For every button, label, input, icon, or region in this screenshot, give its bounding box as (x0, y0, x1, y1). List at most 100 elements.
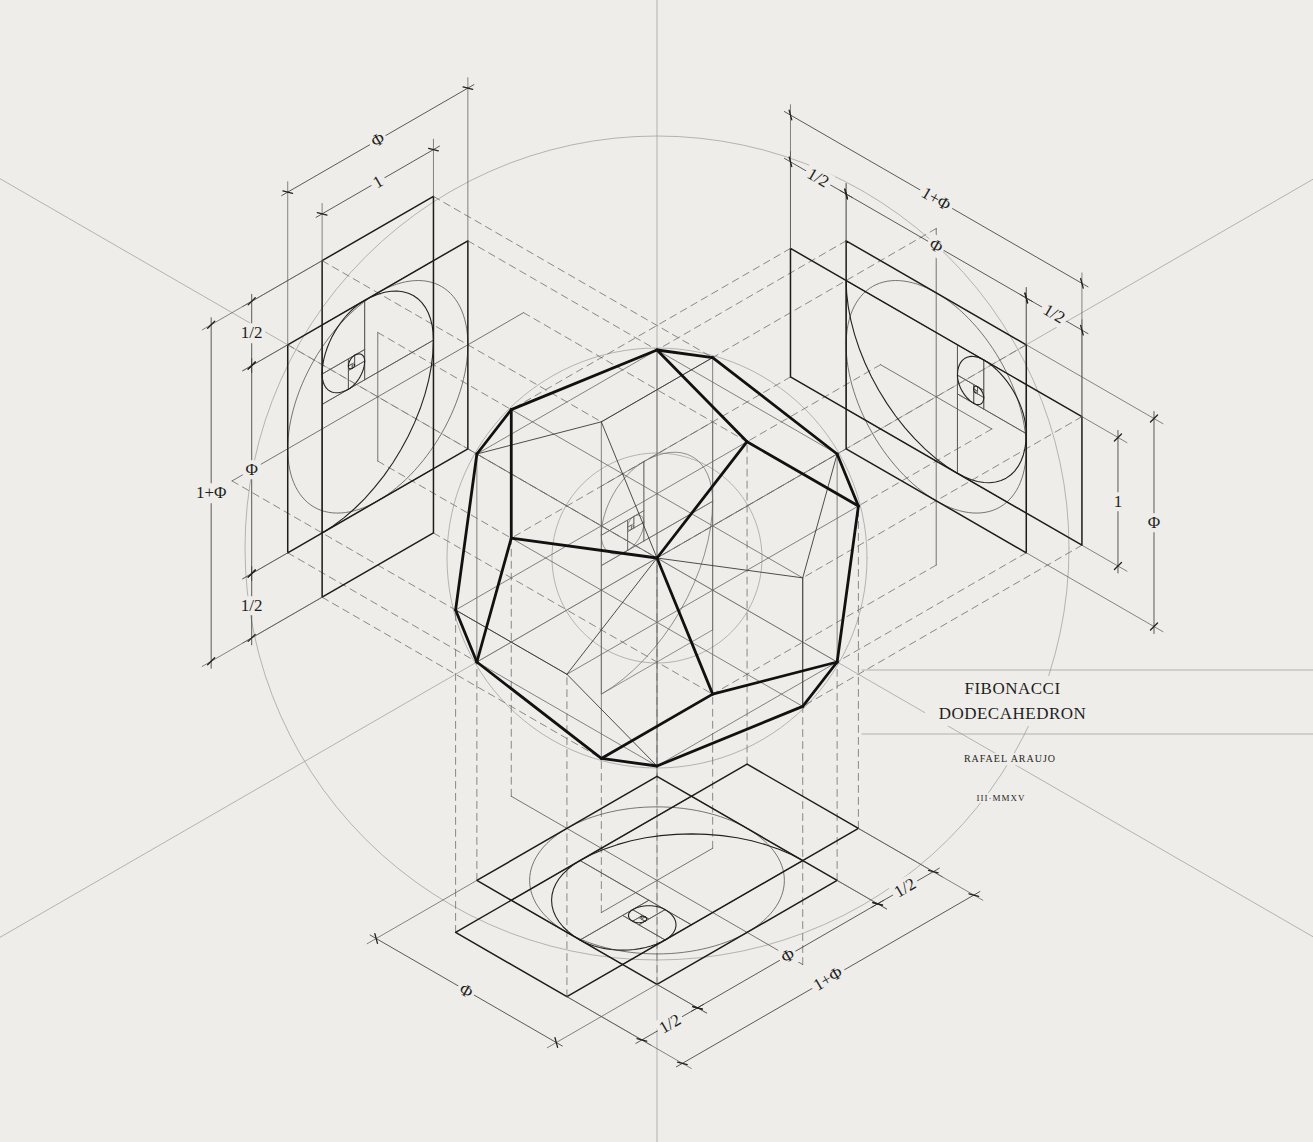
dodecahedron-edge (657, 350, 747, 442)
dimension-tick (248, 570, 255, 577)
panel-construction (623, 910, 643, 922)
projection-line (713, 565, 937, 694)
extension-line (657, 984, 707, 1013)
panel-construction (530, 807, 785, 954)
extension-line (367, 880, 477, 943)
dodecahedron-edge (747, 442, 858, 506)
dimension-tick (637, 1039, 647, 1042)
panel-outline-group (790, 241, 1081, 553)
dimension-tick (248, 362, 255, 369)
dodecahedron-edge (657, 558, 713, 694)
dodecahedron-edge-group (456, 350, 859, 766)
dimension-label: 1/2 (1037, 299, 1071, 330)
dimension-tick (248, 298, 255, 305)
extension-line (243, 345, 288, 371)
dimension-line (282, 85, 474, 196)
projection-line-group (232, 196, 747, 758)
extension-line (322, 203, 323, 260)
panel-construction (365, 261, 434, 380)
dimension-tick (317, 213, 327, 216)
golden-spiral (974, 386, 978, 389)
dimension-tick (969, 894, 979, 897)
panel-construction (984, 360, 1027, 434)
dimension-tick (248, 570, 255, 577)
inner-spiral (601, 501, 712, 694)
hidden-edge (657, 558, 803, 578)
hidden-edge (803, 454, 837, 578)
extension-line (846, 184, 847, 241)
projection-line (378, 461, 511, 538)
label-anchor: 1+Φ (916, 182, 957, 217)
panel-outline-group (288, 196, 468, 597)
label-anchor: 1 (1111, 492, 1126, 512)
dimension-tick (693, 1007, 703, 1010)
extension-line (1081, 273, 1082, 417)
construction-circle (245, 136, 1069, 960)
projection-line (858, 506, 859, 828)
dimension-tick (845, 189, 848, 199)
label-anchor: Φ (775, 943, 801, 969)
dimension-tick (678, 1062, 688, 1065)
golden-spiral (322, 374, 348, 393)
label-anchor: 1/2 (801, 163, 835, 194)
extension-line (433, 139, 434, 196)
projection-line (747, 442, 748, 764)
dimension-label: 1 (1111, 492, 1126, 512)
label-anchor: 1/2 (889, 872, 923, 903)
panel-outline (322, 196, 433, 597)
dimension-line (872, 868, 940, 907)
panel-outline-group (456, 764, 859, 997)
projection-line (232, 481, 456, 610)
projection-line (713, 229, 937, 358)
panel-outline (288, 241, 468, 553)
panel-construction (355, 349, 365, 366)
golden-spiral (365, 291, 434, 340)
projection-line (657, 241, 846, 350)
panel-construction (633, 918, 645, 925)
inner-construction (456, 442, 859, 675)
dimension-tick (1081, 325, 1084, 335)
hidden-edge (567, 558, 657, 674)
golden-spiral (348, 361, 364, 389)
projection-line-group (511, 229, 1082, 707)
golden-spiral (352, 364, 354, 368)
author-name: RAFAEL ARAUJO (961, 753, 1059, 765)
dimension-tick (375, 934, 378, 944)
golden-spiral (974, 389, 976, 393)
inner-construction (657, 454, 837, 558)
dimension-label: 1+Φ (193, 483, 230, 503)
panel-construction (957, 394, 1026, 513)
dimension-tick (1114, 562, 1121, 569)
panel-outline (456, 764, 859, 997)
panel-construction (846, 281, 1026, 514)
label-anchor: III·MMXV (974, 793, 1029, 803)
extension-line (287, 182, 288, 345)
panel-construction (633, 900, 665, 919)
dimension-label: 1/2 (801, 163, 835, 194)
golden-spiral (633, 921, 645, 922)
label-anchor: 1/2 (238, 324, 266, 344)
golden-spiral (322, 300, 365, 374)
golden-spiral-group (322, 291, 433, 533)
label-anchor: 1/2 (653, 1008, 687, 1039)
dimension-tick (248, 634, 255, 641)
extension-line-group (202, 78, 1163, 1069)
panel-construction (322, 340, 433, 533)
dimension-tick (789, 157, 792, 167)
label-anchor: Φ (453, 977, 479, 1003)
projection-line (712, 694, 713, 848)
inner-spiral (644, 422, 713, 541)
dimension-label: 1+Φ (916, 182, 957, 217)
panel-construction-group (232, 261, 523, 533)
golden-spiral (348, 366, 352, 369)
dodecahedron-edge (511, 350, 657, 410)
projection-line (433, 533, 712, 694)
inner-spiral (601, 501, 712, 694)
inner-construction-group (456, 350, 859, 766)
panel-construction (846, 281, 957, 474)
extension-line (1026, 288, 1027, 345)
extension-line (858, 828, 942, 876)
inner-spiral (628, 522, 644, 550)
dimension-label: 1/2 (238, 324, 266, 344)
golden-spiral (348, 355, 354, 366)
